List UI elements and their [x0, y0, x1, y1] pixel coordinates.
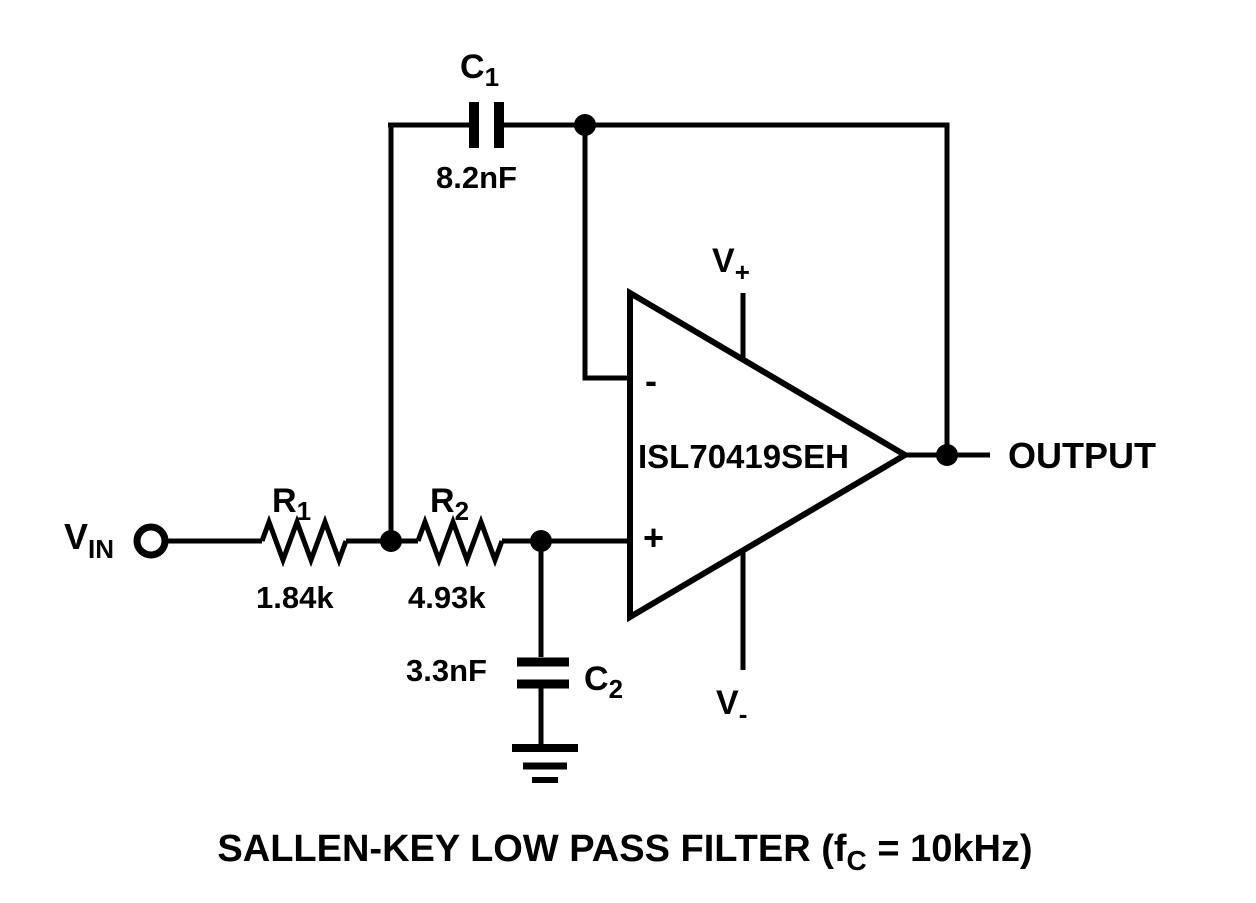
capacitor-c2: [517, 657, 569, 689]
wire-inverting-input: [582, 125, 632, 381]
output-label: OUTPUT: [1008, 435, 1156, 476]
c2-value: 3.3nF: [406, 653, 487, 688]
opamp-noninverting-input-symbol: +: [643, 517, 664, 558]
r2-value: 4.93k: [408, 580, 486, 615]
vminus-label: V-: [716, 684, 747, 729]
vin-terminal: [133, 523, 169, 559]
resistor-r2: [415, 514, 505, 568]
c1-label: C1: [460, 48, 499, 92]
junction-dot-r1-r2: [380, 530, 402, 552]
resistor-r1: [259, 514, 349, 568]
c2-label: C2: [584, 660, 623, 704]
ground-symbol: [512, 744, 578, 783]
capacitor-c1: [469, 102, 504, 148]
junction-dot-output: [936, 444, 958, 466]
r1-label: R1: [272, 482, 311, 526]
junction-dot-r2-c2: [530, 530, 552, 552]
opamp-part-number: ISL70419SEH: [638, 438, 849, 475]
opamp-triangle: [627, 287, 911, 623]
c1-value: 8.2nF: [436, 160, 517, 195]
r2-label: R2: [430, 482, 469, 526]
junction-dot-feedback: [574, 114, 596, 136]
r1-value: 1.84k: [256, 580, 334, 615]
vin-label: VIN: [64, 516, 114, 564]
opamp-inverting-input-symbol: -: [645, 360, 657, 401]
diagram-caption: SALLEN-KEY LOW PASS FILTER (fC = 10kHz): [217, 828, 1032, 876]
wire-feedback-top: [504, 122, 950, 455]
vplus-label: V+: [712, 242, 750, 287]
